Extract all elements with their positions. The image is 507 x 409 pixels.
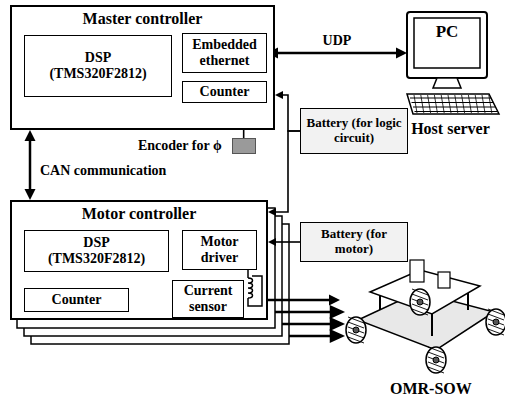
node-text: DSP (TMS320F2812) [37, 235, 157, 267]
connector-line [29, 140, 32, 190]
connector-line [275, 131, 300, 212]
battery-box: Battery (for motor) [300, 222, 408, 262]
wheel-roller [412, 299, 428, 305]
keyboard-key [441, 95, 444, 113]
robot-device [410, 260, 424, 282]
connector-line [282, 95, 300, 131]
node-text: DSP (TMS320F2812) [38, 50, 158, 82]
monitor-stand [433, 78, 461, 88]
keyboard-key [428, 95, 431, 113]
process-box: DSP (TMS320F2812) [24, 35, 172, 97]
process-box: Embedded ethernet [182, 33, 267, 73]
wheel-roller [428, 367, 444, 373]
wheel-roller [412, 289, 428, 295]
node-text: Host server [399, 120, 502, 138]
connector [275, 91, 300, 131]
process-box: Motor driver [182, 230, 257, 270]
keyboard-key [414, 95, 417, 113]
wheel-roller [412, 309, 428, 315]
battery-box: Battery (for logic circuit) [300, 108, 408, 154]
connector [268, 131, 300, 216]
mecanum-wheel [410, 289, 430, 315]
wheel-roller [488, 309, 504, 315]
mecanum-wheel [426, 347, 446, 373]
node-text: Motor driver [187, 234, 252, 266]
wheel-roller [428, 347, 444, 353]
connector [25, 130, 36, 200]
host-pc: PCHost server [405, 10, 502, 145]
keyboard [407, 94, 499, 114]
wheel-roller [348, 327, 364, 333]
node-text: Battery (for motor) [305, 227, 403, 257]
process-box: DSP (TMS320F2812) [24, 230, 169, 272]
mecanum-wheel [486, 309, 505, 335]
node-text: Battery (for logic circuit) [305, 116, 403, 146]
keyboard-key [482, 95, 485, 113]
connector-line [268, 299, 330, 302]
connector [268, 238, 300, 246]
connector-line [275, 241, 300, 243]
node-text: Encoder for ϕ [138, 138, 222, 154]
wheel-hub [493, 319, 499, 325]
monitor-anchor [407, 12, 487, 78]
keyboard-row [410, 97, 491, 98]
wheel-roller [488, 329, 504, 335]
node-text: Motor controller [82, 205, 196, 223]
screen [414, 18, 480, 68]
arrowhead [275, 91, 283, 99]
keyboard-row [413, 106, 495, 107]
connector [268, 295, 340, 306]
connector-line [277, 52, 397, 55]
node-text: Counter [52, 292, 102, 308]
arrowhead [268, 238, 276, 246]
monitor [407, 12, 487, 78]
robot-post [431, 314, 433, 336]
encoder: Encoder for ϕ [138, 137, 278, 155]
keyboard-key [421, 95, 424, 113]
keyboard-key [455, 95, 458, 113]
arrowhead [25, 130, 36, 141]
wheel-hub [353, 327, 359, 333]
process-box: Counter [182, 81, 267, 103]
process-box: Counter [24, 288, 129, 312]
controller-box: Motor controllerDSP (TMS320F2812) Motor d… [10, 200, 268, 320]
robot: OMR-SOW [340, 250, 505, 402]
keyboard-key [448, 95, 451, 113]
robot-illustration [340, 250, 505, 402]
connector [267, 48, 407, 59]
wheel-hub [433, 357, 439, 363]
wheel-roller [428, 357, 444, 363]
node-text: Embedded ethernet [187, 37, 262, 69]
edge-label: UDP [321, 33, 354, 49]
arrowhead [25, 189, 36, 200]
arrowhead [396, 48, 407, 59]
wheel-roller [348, 317, 364, 323]
node-text: PC [414, 22, 480, 42]
board-arrows [275, 307, 342, 341]
wheel-roller [348, 337, 364, 343]
encoder-symbol [232, 138, 256, 154]
robot-device [438, 272, 450, 288]
keyboard-key [462, 95, 465, 113]
keyboard-key [475, 95, 478, 113]
controller-box: Master controllerDSP (TMS320F2812) Embedd… [10, 5, 275, 130]
node-text: Current sensor [177, 283, 239, 315]
keyboard-key [468, 95, 471, 113]
keyboard-row [412, 102, 494, 103]
edge-label: CAN communication [38, 163, 168, 179]
wheel-hub [417, 299, 423, 305]
process-box: Current sensor [172, 280, 244, 318]
node-text: OMR-SOW [390, 380, 472, 398]
node-text: Counter [200, 84, 250, 100]
node-text: Master controller [83, 10, 203, 28]
keyboard-key [434, 95, 437, 113]
robot-top-plate [370, 270, 480, 314]
mecanum-wheel [346, 317, 366, 343]
arrowhead [268, 208, 276, 216]
arrowhead [329, 295, 340, 306]
keyboard-key [489, 95, 492, 113]
wheel-roller [488, 319, 504, 325]
